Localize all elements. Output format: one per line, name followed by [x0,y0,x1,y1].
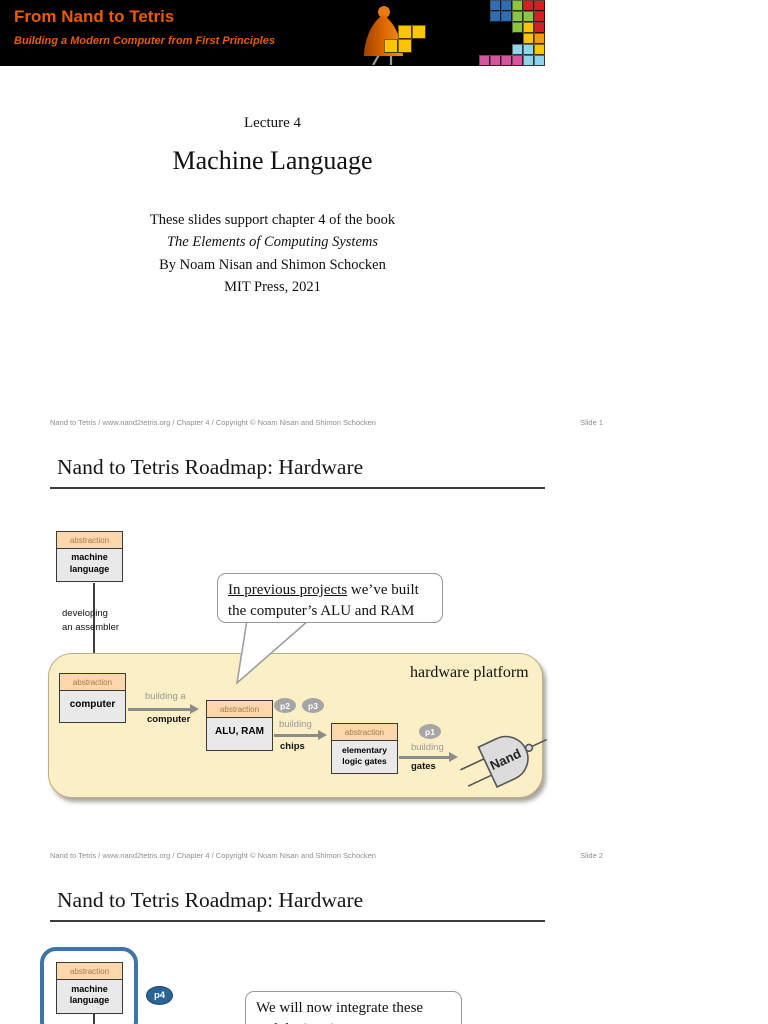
edge-label-computer: computer [147,714,191,725]
arrow-head [318,730,327,740]
box-label: language [69,563,110,574]
footer-copyright: Nand to Tetris / www.nand2tetris.org / C… [50,851,376,860]
slide-number: Slide 2 [580,851,603,860]
down-arrow-label: developing an assembler [62,608,120,633]
authors-line: By Noam Nisan and Shimon Schocken [159,257,386,273]
down-arrow-line [93,1014,95,1024]
edge-label-building: building [411,742,444,753]
banner-title: From Nand to Tetris [14,7,175,26]
nand-gate-icon: Nand [460,735,548,789]
box-header: abstraction [57,532,122,549]
tetris-cluster [479,0,545,66]
slide-number: Slide 1 [580,418,603,427]
publisher-line: MIT Press, 2021 [224,279,321,295]
banner: From Nand to Tetris Building a Modern Co… [0,0,545,66]
arrow-line [399,756,449,759]
box-label: elementary [342,744,387,755]
footer-copyright: Nand to Tetris / www.nand2tetris.org / C… [50,418,376,427]
box-header: abstraction [207,701,272,718]
bubble-tail [235,619,311,685]
box-label: ALU, RAM [215,726,264,738]
slide-main-title: Machine Language [172,146,373,175]
abstraction-box-machine-language: abstraction machine language [56,531,123,582]
speech-bubble-integrate: We will now integrate these and devices … [245,991,462,1024]
box-header: abstraction [57,963,122,980]
edge-label-building: building [279,719,312,730]
box-label: machine [71,552,108,563]
box-label: language [69,995,110,1005]
badge-p1: p1 [419,724,441,739]
badge-p3: p3 [302,698,324,713]
abstraction-box-logic-gates: abstraction elementary logic gates [331,723,398,774]
box-label: computer [69,698,116,710]
down-arrow-line [93,583,95,656]
slide-footer: Nand to Tetris / www.nand2tetris.org / C… [50,851,603,863]
edge-label-gates: gates [411,761,436,772]
banner-subtitle: Building a Modern Computer from First Pr… [14,35,275,47]
arrow-head [190,704,199,714]
arrow-line [274,734,318,737]
hardware-platform-panel [48,653,543,798]
book-title: The Elements of Computing Systems [166,234,379,250]
box-header: abstraction [332,724,397,741]
arrow-head [449,752,458,762]
slide-footer: Nand to Tetris / www.nand2tetris.org / C… [50,418,603,430]
edge-label-chips: chips [280,741,305,752]
abstraction-box-alu-ram: abstraction ALU, RAM [206,700,273,751]
lecture-label: Lecture 4 [243,115,302,131]
title-rule [50,487,545,489]
support-line: These slides support chapter 4 of the bo… [149,212,396,228]
abstraction-box-computer: abstraction computer [59,673,126,723]
arrow-line [128,708,190,711]
tetris-s-piece [384,25,426,53]
bubble-underlined-text: In previous projects [228,582,348,598]
section-title: Nand to Tetris Roadmap: Hardware [57,455,364,479]
badge-p2: p2 [274,698,296,713]
platform-label: hardware platform [410,664,529,681]
speech-bubble-previous-projects: In previous projects we’ve built the com… [217,573,443,623]
section-title: Nand to Tetris Roadmap: Hardware [57,888,364,912]
edge-label-building-a: building a [145,691,186,702]
abstraction-box-machine-language: abstraction machine language [56,962,123,1014]
box-label: logic gates [342,755,387,766]
title-rule [50,920,545,922]
box-header: abstraction [60,674,125,691]
box-label: machine [71,983,108,994]
badge-p4: p4 [146,986,173,1005]
